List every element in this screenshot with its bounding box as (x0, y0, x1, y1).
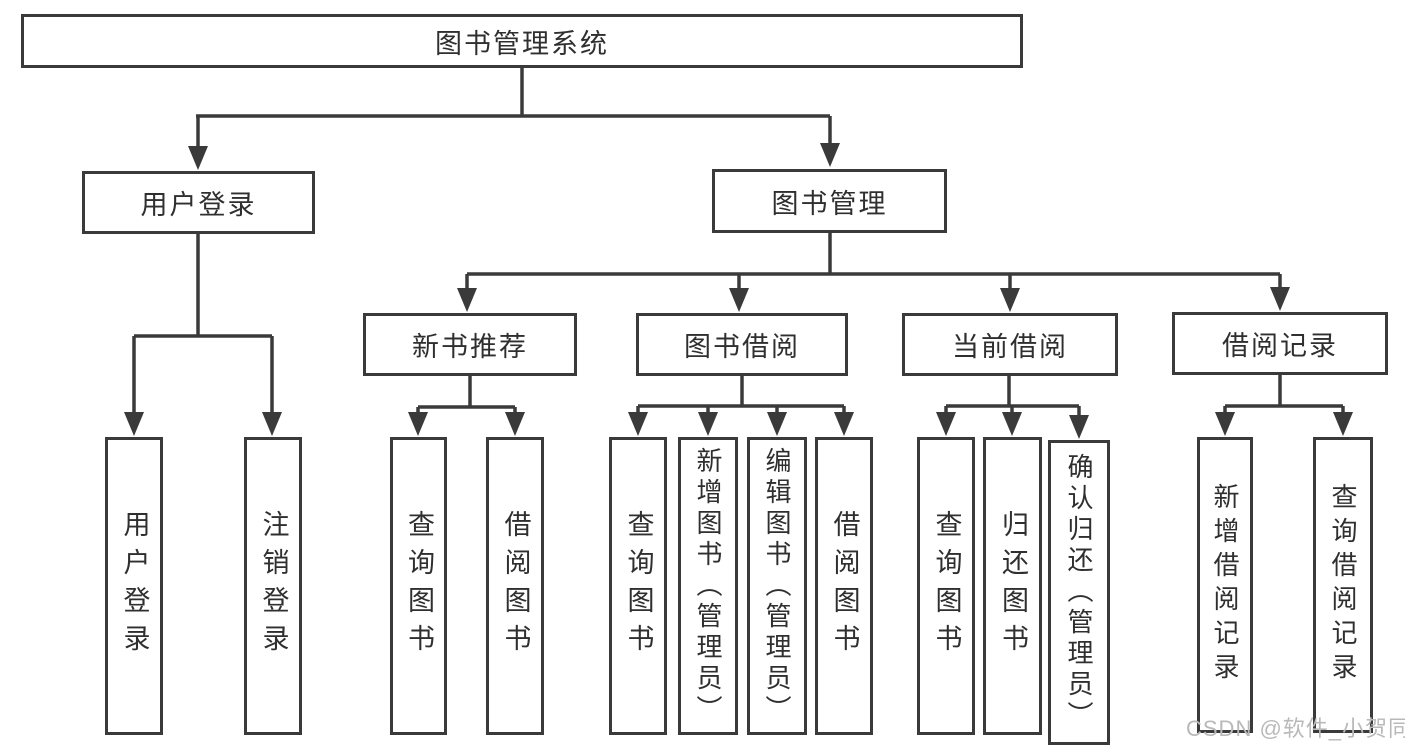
node-user-login: 用户登录 (82, 171, 315, 234)
leaf-query-books-3: 查询图书 (917, 437, 975, 735)
node-borrow-records: 借阅记录 (1172, 312, 1388, 375)
node-new-book-recommend: 新书推荐 (363, 313, 577, 376)
leaf-borrow-books-2: 借阅图书 (815, 437, 873, 735)
leaf-logout: 注销登录 (244, 437, 302, 735)
node-label: 图书借阅 (684, 332, 800, 362)
leaf-return-books: 归还图书 (983, 437, 1042, 735)
node-label: 借阅图书 (829, 510, 860, 662)
node-label: 查询借阅记录 (1328, 483, 1358, 687)
leaf-borrow-books-1: 借阅图书 (486, 437, 544, 735)
node-book-management: 图书管理 (712, 169, 947, 233)
node-label: 编辑图书（管理员） (762, 446, 792, 726)
node-label: 用户登录 (140, 190, 257, 220)
node-label: 查询图书 (931, 510, 962, 662)
node-label: 当前借阅 (952, 332, 1068, 362)
node-current-borrow: 当前借阅 (902, 313, 1118, 376)
node-label: 注销登录 (258, 510, 289, 662)
node-label: 查询图书 (404, 510, 434, 662)
node-label: 图书管理系统 (435, 28, 609, 59)
node-book-borrow: 图书借阅 (636, 313, 848, 376)
arrowhead-icons (124, 143, 1353, 439)
leaf-user-login: 用户登录 (105, 437, 163, 735)
leaf-add-books-admin: 新增图书（管理员） (678, 437, 738, 735)
node-label: 确认归还（管理员） (1064, 453, 1094, 732)
leaf-add-borrow-record: 新增借阅记录 (1197, 437, 1253, 733)
node-label: 查询图书 (623, 510, 654, 662)
node-label: 借阅图书 (500, 510, 531, 662)
leaf-query-books-1: 查询图书 (390, 437, 447, 735)
leaf-confirm-return-admin: 确认归还（管理员） (1048, 440, 1110, 745)
node-label: 新增图书（管理员） (693, 446, 723, 726)
node-label: 用户登录 (119, 510, 150, 662)
leaf-edit-books-admin: 编辑图书（管理员） (747, 437, 807, 735)
node-label: 归还图书 (998, 510, 1028, 662)
node-root-library-system: 图书管理系统 (21, 14, 1023, 68)
node-label: 新增借阅记录 (1210, 483, 1240, 687)
node-label: 图书管理 (771, 188, 888, 219)
leaf-query-borrow-record: 查询借阅记录 (1313, 437, 1373, 733)
node-label: 新书推荐 (412, 332, 528, 362)
node-label: 借阅记录 (1222, 331, 1338, 361)
csdn-watermark: CSDN @软件_小贺同学 (1186, 716, 1405, 741)
leaf-query-books-2: 查询图书 (609, 437, 667, 735)
